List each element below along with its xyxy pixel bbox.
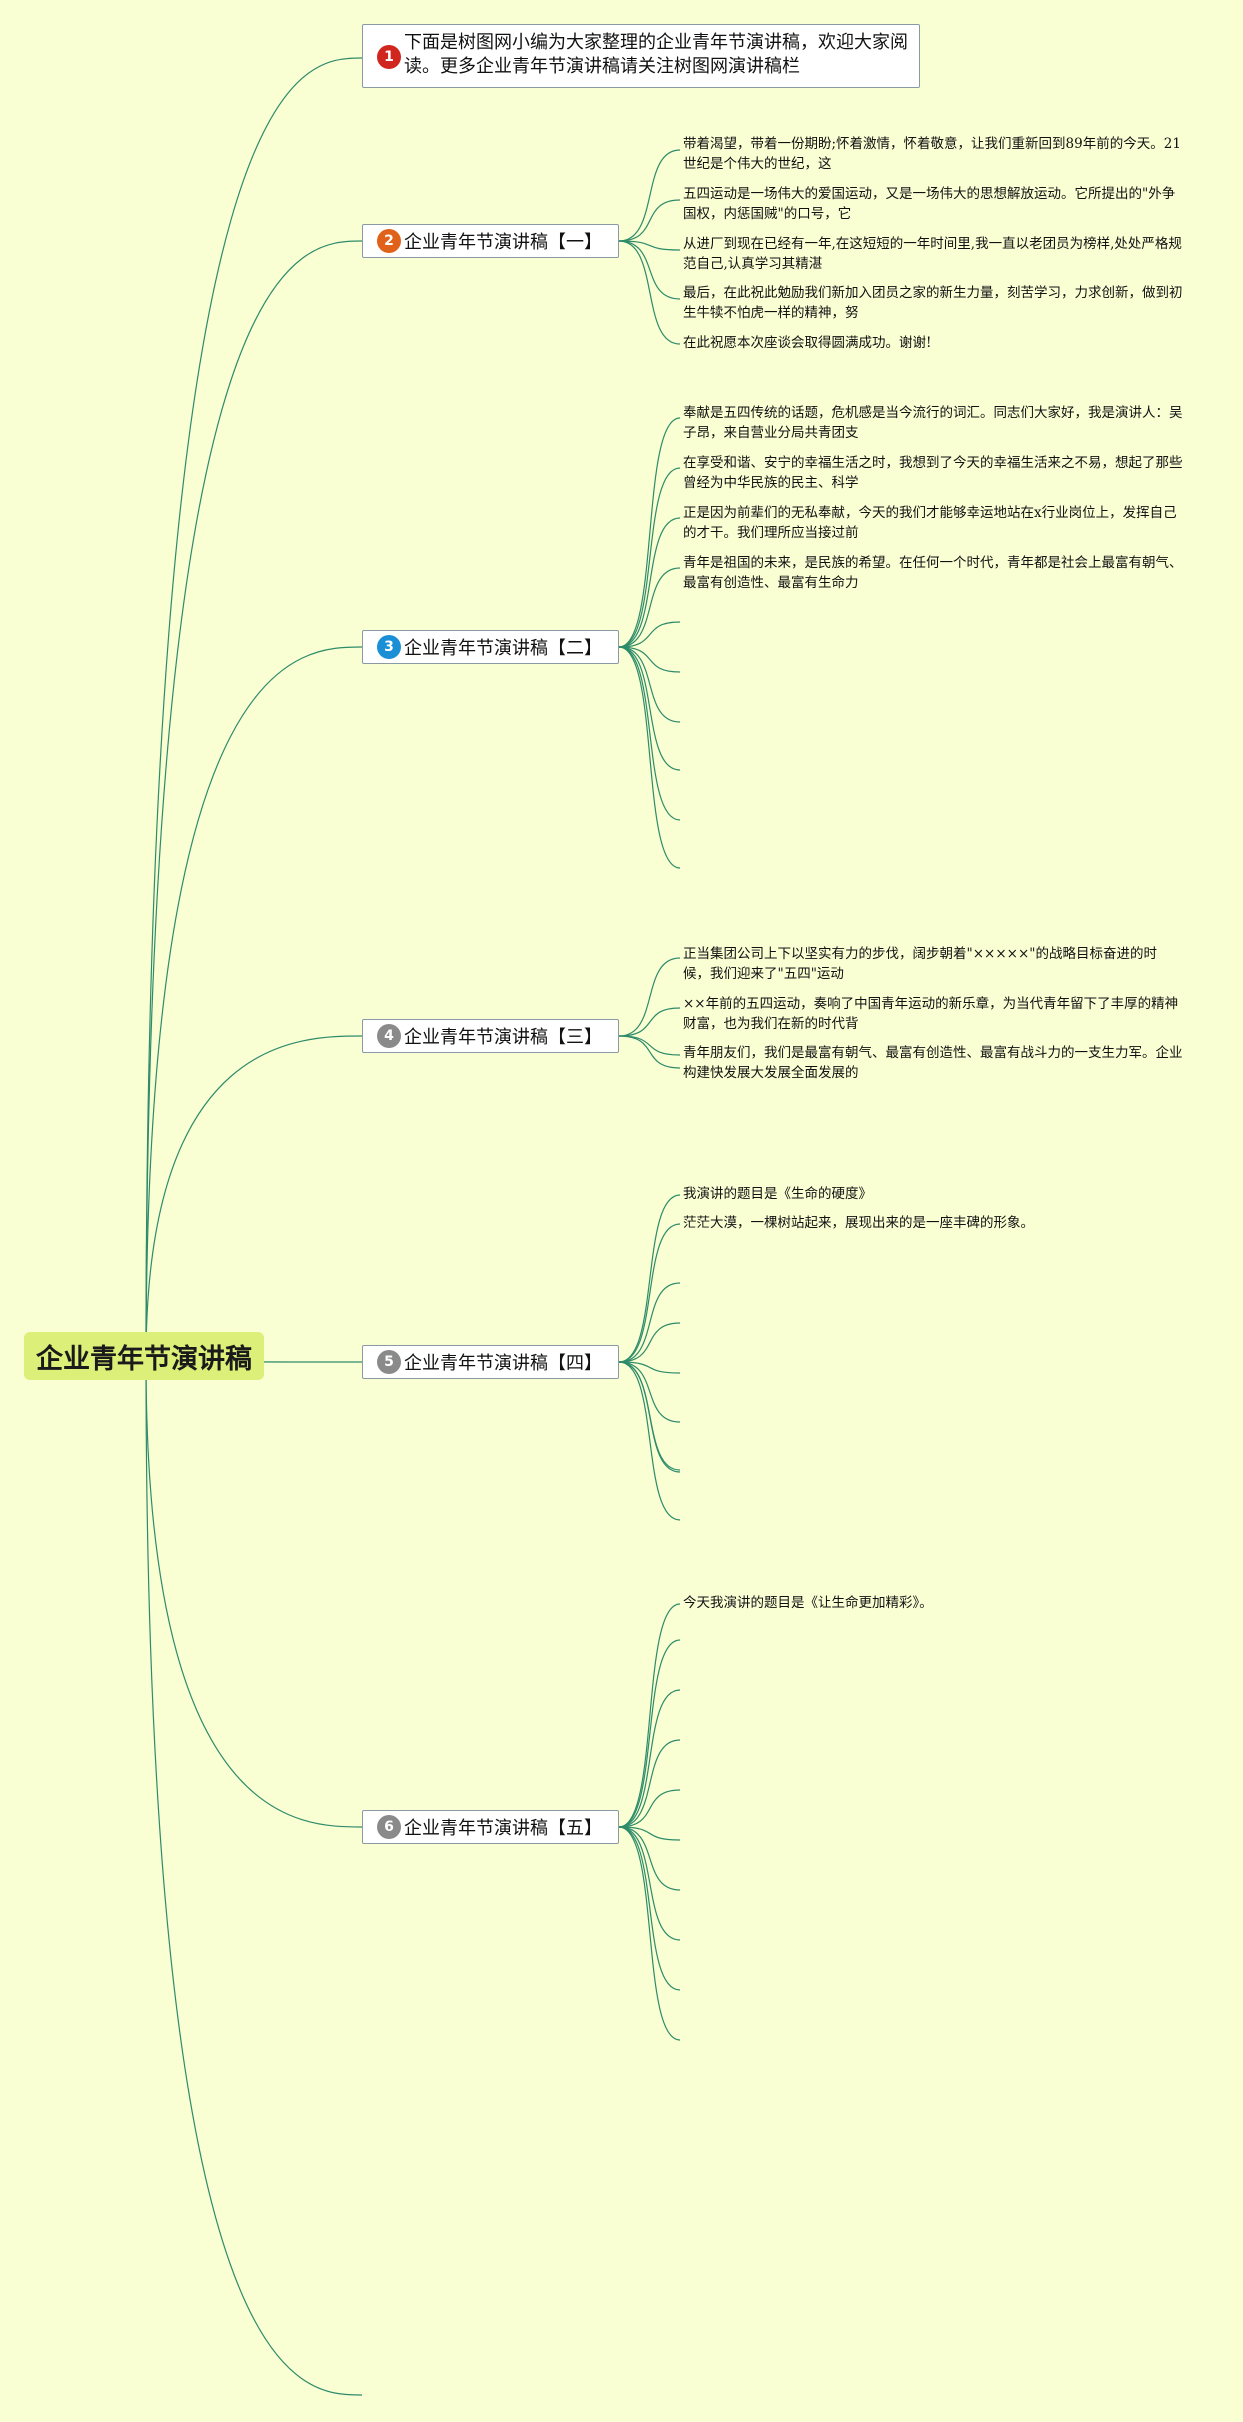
link-curve — [618, 240, 681, 300]
branch-label: 下面是树图网小编为大家整理的企业青年节演讲稿，欢迎大家阅读。更多企业青年节演讲稿… — [404, 32, 908, 77]
leaf-text[interactable]: 青年朋友们，我们是最富有朝气、最富有创造性、最富有战斗力的一支生力军。企业构建快… — [683, 1045, 1183, 1081]
leaf-text[interactable]: 茫茫大漠，一棵树站起来，展现出来的是一座丰碑的形象。 — [683, 1215, 1034, 1231]
link-curve — [618, 240, 681, 345]
link-curve — [618, 1689, 681, 1828]
link-curve — [618, 1603, 681, 1828]
link-curve — [618, 240, 681, 251]
root-topic[interactable]: 企业青年节演讲稿 — [24, 1332, 264, 1380]
link-curve — [618, 517, 681, 648]
link-curve — [618, 957, 681, 1037]
branch-topic-4[interactable]: 5 企业青年节演讲稿【四】 — [362, 1345, 619, 1379]
link-curve — [618, 199, 681, 242]
branch-label: 企业青年节演讲稿【一】 — [404, 232, 602, 253]
number-badge-icon: 4 — [377, 1024, 401, 1048]
link-curve — [618, 1789, 681, 1828]
link-curve — [618, 1223, 681, 1363]
link-curve — [618, 1739, 681, 1828]
link-curve — [618, 1322, 681, 1363]
branch-label: 企业青年节演讲稿【四】 — [404, 1353, 602, 1374]
link-curve — [618, 646, 681, 821]
link-curve — [618, 646, 681, 673]
leaf-text[interactable]: 带着渴望，带着一份期盼;怀着激情，怀着敬意，让我们重新回到89年前的今天。21世… — [683, 136, 1181, 172]
link-curve — [618, 1826, 681, 1891]
branch-topic-3[interactable]: 4 企业青年节演讲稿【三】 — [362, 1019, 619, 1053]
link-curve — [618, 1361, 681, 1374]
number-badge-icon: 5 — [377, 1350, 401, 1374]
link-curve — [618, 646, 681, 771]
number-badge-icon: 3 — [377, 635, 401, 659]
link-curve — [618, 417, 681, 648]
leaf-text[interactable]: 正当集团公司上下以坚实有力的步伐，阔步朝着"×××××"的战略目标奋进的时候，我… — [683, 946, 1157, 982]
link-curve — [618, 1361, 681, 1423]
link-curve — [618, 467, 681, 648]
branch-topic-intro[interactable]: 1 下面是树图网小编为大家整理的企业青年节演讲稿，欢迎大家阅读。更多企业青年节演… — [362, 24, 920, 88]
link-curve — [618, 1639, 681, 1828]
link-curve — [618, 567, 681, 648]
link-curve — [618, 646, 681, 723]
link-curve — [145, 646, 363, 1361]
link-curve — [618, 621, 681, 648]
number-badge-icon: 2 — [377, 229, 401, 253]
link-curve — [618, 1826, 681, 2041]
link-curve — [618, 646, 681, 869]
link-curve — [618, 1282, 681, 1363]
link-curve — [618, 149, 681, 242]
leaf-text[interactable]: 最后，在此祝此勉励我们新加入团员之家的新生力量，刻苦学习，力求创新，做到初生牛犊… — [683, 285, 1183, 321]
branch-label: 企业青年节演讲稿【二】 — [404, 638, 602, 659]
branch-topic-2[interactable]: 3 企业青年节演讲稿【二】 — [362, 630, 619, 664]
leaf-text[interactable]: 青年是祖国的未来，是民族的希望。在任何一个时代，青年都是社会上最富有朝气、最富有… — [683, 555, 1183, 591]
link-curve — [618, 1826, 681, 1941]
number-badge-icon: 6 — [377, 1815, 401, 1839]
link-curve — [618, 1007, 681, 1037]
root-topic-label: 企业青年节演讲稿 — [36, 1343, 252, 1375]
leaf-text[interactable]: 奉献是五四传统的话题，危机感是当今流行的词汇。同志们大家好，我是演讲人：吴子昂，… — [683, 405, 1183, 441]
link-curve — [618, 1194, 681, 1363]
link-curve — [145, 57, 363, 1361]
number-badge-icon: 1 — [377, 45, 401, 69]
leaf-text[interactable]: 今天我演讲的题目是《让生命更加精彩》。 — [683, 1595, 933, 1611]
leaf-text[interactable]: 从进厂到现在已经有一年,在这短短的一年时间里,我一直以老团员为榜样,处处严格规范… — [683, 236, 1182, 272]
branch-label: 企业青年节演讲稿【三】 — [404, 1027, 602, 1048]
link-curve — [145, 1035, 363, 1361]
link-curve — [145, 240, 363, 1361]
link-curve — [618, 1035, 681, 1069]
leaf-text[interactable]: 我演讲的题目是《生命的硬度》 — [683, 1186, 872, 1202]
link-curve — [618, 1361, 681, 1521]
branch-topic-5[interactable]: 6 企业青年节演讲稿【五】 — [362, 1810, 619, 1844]
leaf-text[interactable]: 在此祝愿本次座谈会取得圆满成功。谢谢! — [683, 335, 932, 351]
branch-topic-1[interactable]: 2 企业青年节演讲稿【一】 — [362, 224, 619, 258]
leaf-text[interactable]: ××年前的五四运动，奏响了中国青年运动的新乐章，为当代青年留下了丰厚的精神财富，… — [683, 996, 1179, 1032]
link-curve — [145, 1359, 363, 2396]
link-curve — [618, 1826, 681, 1841]
link-curve — [618, 1361, 681, 1471]
branch-label: 企业青年节演讲稿【五】 — [404, 1818, 602, 1839]
leaf-text[interactable]: 在享受和谐、安宁的幸福生活之时，我想到了今天的幸福生活来之不易，想起了那些曾经为… — [683, 455, 1183, 491]
leaf-text[interactable]: 正是因为前辈们的无私奉献，今天的我们才能够幸运地站在x行业岗位上，发挥自己的才干… — [683, 505, 1177, 541]
link-curve — [618, 1826, 681, 1991]
link-curve — [145, 1359, 363, 1828]
leaf-text[interactable]: 五四运动是一场伟大的爱国运动，又是一场伟大的思想解放运动。它所提出的"外争国权，… — [683, 186, 1176, 222]
